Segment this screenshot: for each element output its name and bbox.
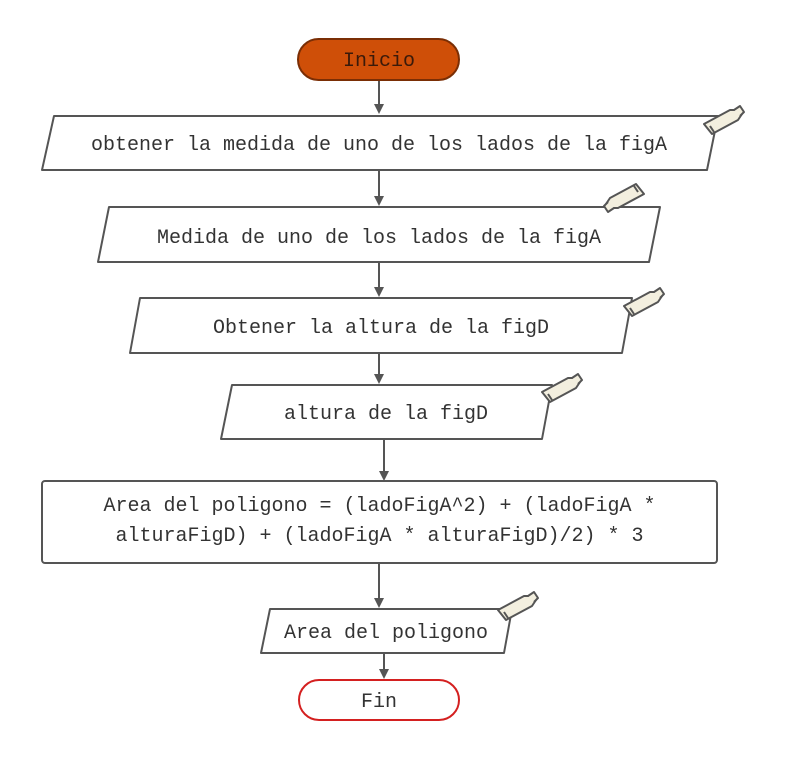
process-node <box>41 480 718 564</box>
process-label: Area del poligono = (ladoFigA^2) + (lado… <box>42 481 717 563</box>
process-line-2: alturaFigD) + (ladoFigA * alturaFigD)/2)… <box>115 525 644 548</box>
output-node-2: altura de la figD <box>220 373 583 440</box>
start-label: Inicio <box>343 50 415 73</box>
start-node: Inicio <box>297 38 460 81</box>
hand-pointing-right-icon <box>703 105 745 135</box>
input-1-label: obtener la medida de uno de los lados de… <box>91 134 667 157</box>
hand-pointing-right-icon <box>497 591 539 621</box>
output-node-3: Area del poligono <box>260 591 539 654</box>
output-3-label: Area del poligono <box>284 622 488 645</box>
connectors <box>374 80 389 679</box>
end-node: Fin <box>298 679 460 721</box>
output-2-label: altura de la figD <box>284 403 488 426</box>
input-node-1: obtener la medida de uno de los lados de… <box>41 105 745 171</box>
process-line-1: Area del poligono = (ladoFigA^2) + (lado… <box>103 495 656 518</box>
hand-pointing-right-icon <box>623 287 665 317</box>
input-2-label: Obtener la altura de la figD <box>213 317 549 340</box>
hand-pointing-left-icon <box>541 373 583 403</box>
input-node-2: Obtener la altura de la figD <box>129 287 665 354</box>
output-1-label: Medida de uno de los lados de la figA <box>157 227 601 250</box>
end-label: Fin <box>361 691 397 714</box>
output-node-1: Medida de uno de los lados de la figA <box>97 183 661 263</box>
